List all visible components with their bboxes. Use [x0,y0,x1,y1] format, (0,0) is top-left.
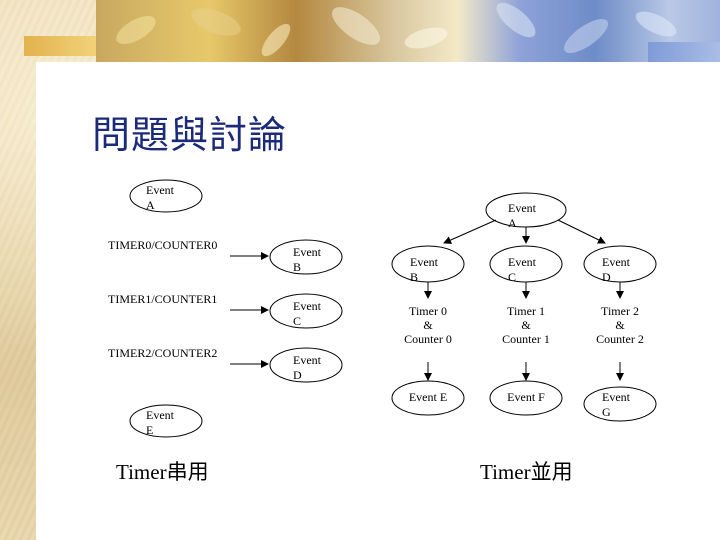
serial-event-c-node [269,293,343,329]
timer0-counter0-row: TIMER0/COUNTER0 Event B [108,238,343,275]
parallel-diagram: Event A Event B Timer 0 & Counter 0 Even… [391,192,657,422]
parallel-event-g-line1: Event [602,390,631,404]
parallel-event-a-line2: A [508,216,517,230]
event-a-to-event-d-arrow [557,219,606,244]
serial-event-d-line1: Event [293,353,322,367]
serial-caption: Timer串用 [116,460,209,484]
parallel-event-c-line1: Event [508,255,537,269]
timer2-node: Timer 2 & Counter 2 [596,304,644,346]
serial-event-e-line1: Event [146,408,175,422]
timer1-counter1-label: TIMER1/COUNTER1 [108,292,217,306]
parallel-event-d-line1: Event [602,255,631,269]
timer0-node: Timer 0 & Counter 0 [404,304,452,346]
timer0-line3: Counter 0 [404,332,452,346]
parallel-event-e-label: Event E [409,390,447,404]
timer2-line3: Counter 2 [596,332,644,346]
parallel-event-d-line2: D [602,270,611,284]
timer2-counter2-label: TIMER2/COUNTER2 [108,346,217,360]
timer2-line1: Timer 2 [601,304,639,318]
parallel-event-d-node: Event D [583,245,657,284]
serial-event-c-line1: Event [293,299,322,313]
serial-event-d-line2: D [293,368,302,382]
banner-accent-right [648,42,720,62]
timer2-line2: & [615,318,625,332]
serial-diagram: Event A TIMER0/COUNTER0 Event B TIMER1/C… [108,179,343,438]
banner-leaves-image [116,2,677,57]
timer2-counter2-row: TIMER2/COUNTER2 Event D [108,346,343,383]
serial-event-d-node [269,347,343,383]
timer1-node: Timer 1 & Counter 1 [502,304,550,346]
serial-event-b-node [269,239,343,275]
timer1-line1: Timer 1 [507,304,545,318]
timer0-line2: & [423,318,433,332]
parallel-event-a-node: Event A [485,192,567,230]
event-a-to-event-b-arrow [443,219,497,244]
parallel-event-b-node: Event B [391,245,465,284]
parallel-event-f-label: Event F [507,390,545,404]
parallel-event-f-node: Event F [489,380,563,416]
serial-event-e-node: Event E [129,404,203,438]
timer0-line1: Timer 0 [409,304,447,318]
banner-accent-left [24,36,96,56]
timer1-line2: & [521,318,531,332]
parallel-event-c-node: Event C [489,245,563,284]
parallel-event-b-line1: Event [410,255,439,269]
timer1-counter1-row: TIMER1/COUNTER1 Event C [108,292,343,329]
content-panel [36,62,720,540]
serial-event-a-line1: Event [146,183,175,197]
serial-event-c-line2: C [293,314,301,328]
timer0-counter0-label: TIMER0/COUNTER0 [108,238,217,252]
parallel-event-b-line2: B [410,270,418,284]
serial-event-a-line2: A [146,198,155,212]
timer1-line3: Counter 1 [502,332,550,346]
parallel-event-a-line1: Event [508,201,537,215]
parallel-event-g-line2: G [602,405,611,419]
page-title: 問題與討論 [92,113,288,157]
serial-event-b-line1: Event [293,245,322,259]
serial-event-b-line2: B [293,260,301,274]
parallel-event-g-node: Event G [583,386,657,422]
parallel-caption: Timer並用 [480,460,573,484]
parallel-event-e-node: Event E [391,380,465,416]
serial-event-e-line2: E [146,423,153,437]
parallel-event-c-line2: C [508,270,516,284]
serial-event-a-node: Event A [129,179,203,213]
